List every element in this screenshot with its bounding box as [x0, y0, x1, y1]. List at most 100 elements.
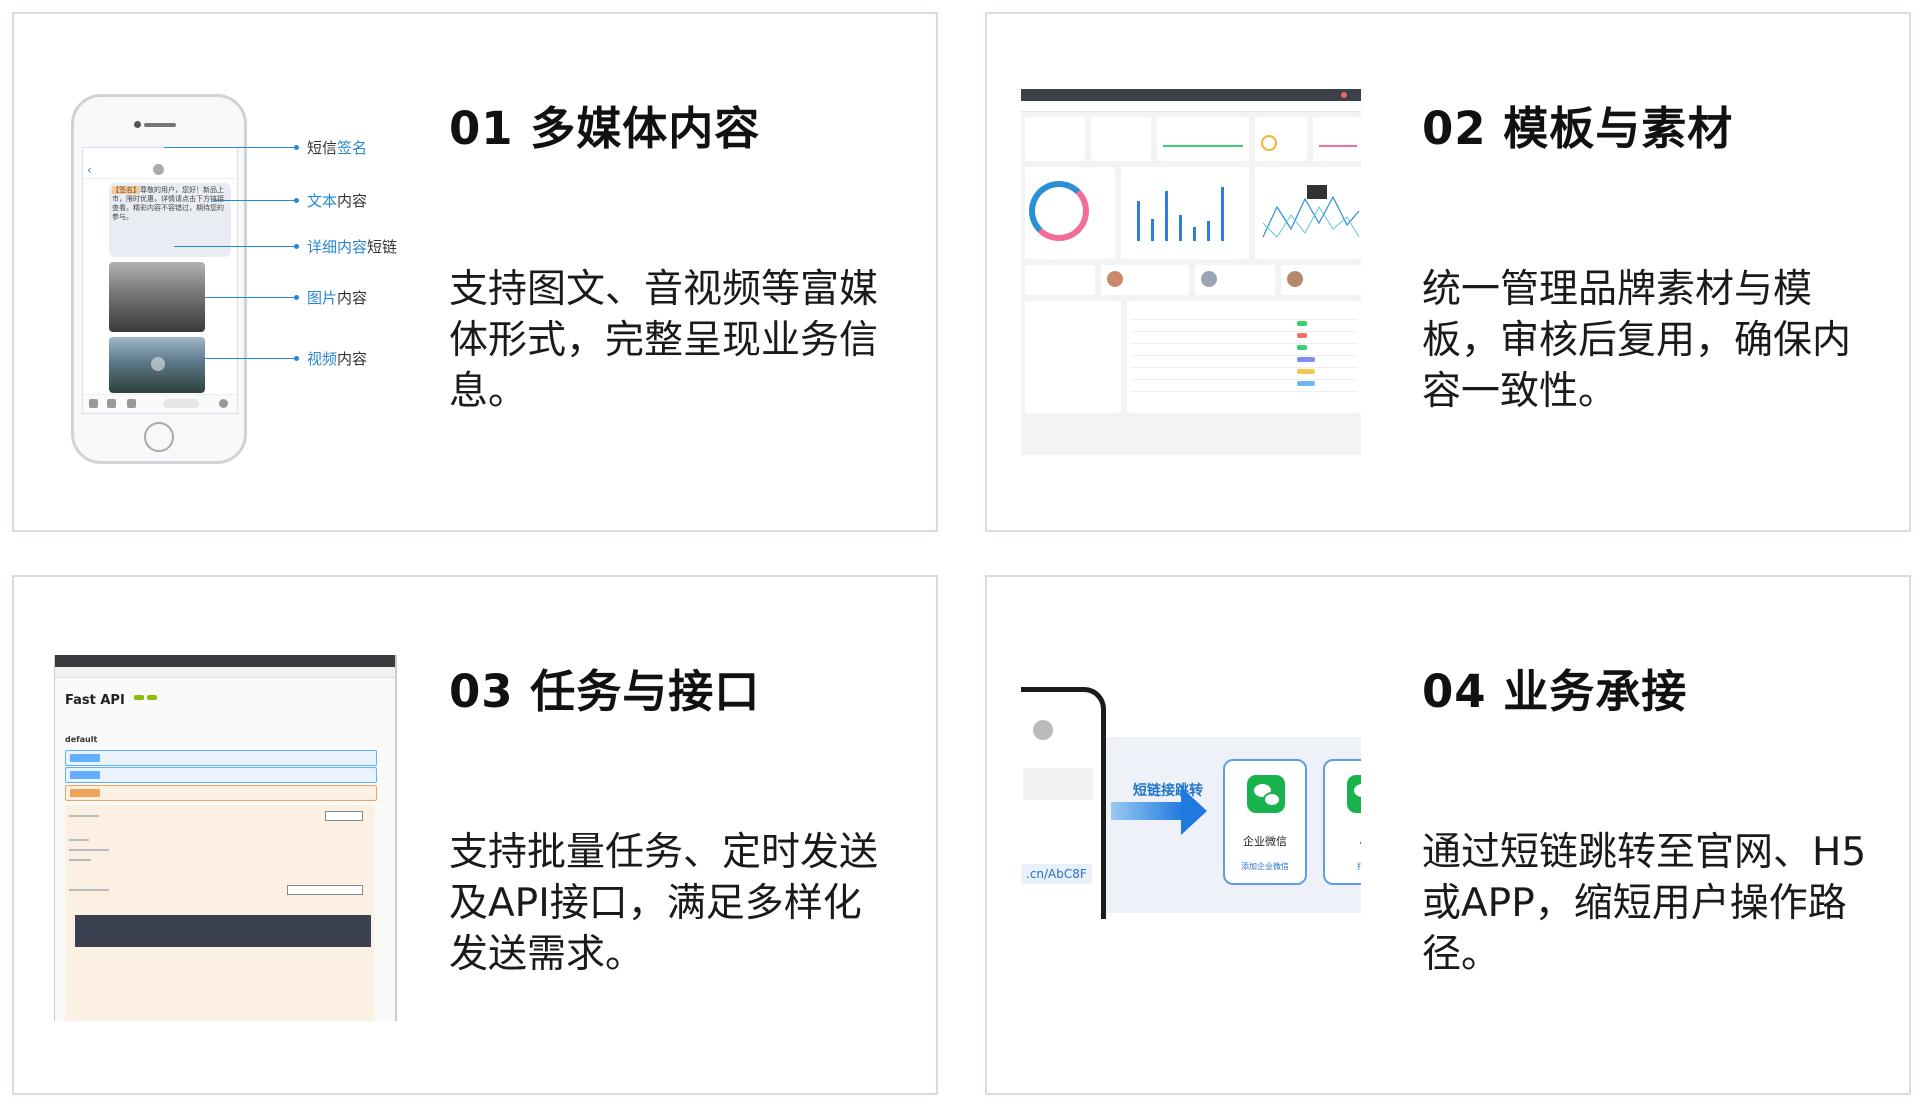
speaker-slot	[144, 123, 176, 127]
line-series	[1262, 206, 1360, 238]
donut-chart	[1029, 181, 1089, 241]
annotation-detail: 详细内容短链	[307, 238, 398, 256]
stat-card	[1157, 117, 1249, 161]
card-description: 统一管理品牌素材与模板，审核后复用，确保内容一致性。	[1422, 267, 1852, 414]
content-type-select	[287, 885, 363, 895]
input-bar	[83, 394, 237, 413]
text-line	[69, 849, 109, 851]
bar-chart-panel	[1121, 167, 1249, 259]
browser-chrome	[55, 655, 395, 667]
store-icon	[127, 399, 136, 408]
annotation-signature: 短信签名	[307, 139, 368, 157]
stat-card	[1091, 117, 1151, 161]
phone-mockup: ‹ 【签名】尊敬的用户，您好！新品上市，限时优惠，详情请点击下方链接查看。精彩内…	[71, 94, 247, 464]
home-button	[144, 422, 174, 452]
status-badge	[1297, 369, 1315, 374]
camera-icon	[89, 399, 98, 408]
line-chart	[1262, 185, 1360, 238]
line-chart-panel	[1255, 167, 1361, 259]
message-bubble	[1023, 768, 1093, 800]
table-row	[1131, 355, 1357, 356]
api-title: Fast API	[65, 693, 125, 708]
sms-text: 尊敬的用户，您好！新品上市，限时优惠，详情请点击下方链接查看。精彩内容不容错过，…	[112, 186, 224, 221]
card-templates: 02 模板与素材 统一管理品牌素材与模板，审核后复用，确保内容一致性。	[985, 12, 1911, 532]
annotation-video: 视频内容	[307, 350, 368, 368]
stat-card	[1255, 117, 1307, 161]
text-line	[69, 839, 89, 841]
bar	[1179, 215, 1182, 241]
card-multimedia: ‹ 【签名】尊敬的用户，您好！新品上市，限时优惠，详情请点击下方链接查看。精彩内…	[12, 12, 938, 532]
wecom-card: 企业微信 添加企业微信	[1223, 759, 1307, 885]
card-title: 02 模板与素材	[1422, 102, 1734, 155]
card-description: 通过短链跳转至官网、H5或APP，缩短用户操作路径。	[1422, 830, 1867, 977]
try-button	[325, 811, 363, 821]
app-name: 企业微信	[1243, 835, 1287, 848]
annotation-dot	[294, 198, 299, 203]
arrow-shaft	[1111, 802, 1183, 820]
status-badge	[1297, 321, 1307, 326]
bar	[1207, 221, 1210, 241]
dashboard-screenshot	[1021, 89, 1361, 455]
user-card	[1025, 265, 1095, 295]
data-table	[1127, 301, 1361, 413]
annotation-line	[214, 200, 298, 201]
video-content	[109, 337, 205, 393]
avatar	[1287, 271, 1303, 287]
side-panel	[1025, 301, 1121, 413]
app-action: 添加企业微信	[1241, 862, 1289, 871]
version-badge	[147, 695, 157, 700]
avatar	[1107, 271, 1123, 287]
bar	[1165, 191, 1168, 241]
ring-icon	[1261, 135, 1277, 151]
status-badge	[1297, 381, 1315, 386]
status-bar	[83, 148, 237, 162]
annotation-line	[204, 297, 298, 298]
card-description: 支持批量任务、定时发送及API接口，满足多样化发送需求。	[449, 830, 879, 977]
app-name: 小	[1325, 833, 1362, 849]
annotation-line	[164, 147, 298, 148]
status-badge	[1297, 333, 1307, 338]
image-content	[109, 262, 205, 332]
dashboard-topbar	[1021, 89, 1361, 101]
annotation-line	[204, 358, 298, 359]
avatar	[153, 164, 164, 175]
text-line	[69, 815, 99, 817]
phone-screen: ‹ 【签名】尊敬的用户，您好！新品上市，限时优惠，详情请点击下方链接查看。精彩内…	[82, 147, 238, 414]
donut-chart-panel	[1025, 167, 1115, 259]
message-input	[163, 399, 199, 408]
wechat-icon	[1347, 775, 1361, 813]
play-icon	[151, 357, 165, 371]
table-row	[1131, 379, 1357, 380]
stat-card	[1025, 117, 1085, 161]
app-action: 打开	[1325, 861, 1361, 872]
code-block	[75, 915, 371, 947]
user-card	[1281, 265, 1361, 295]
user-card	[1101, 265, 1189, 295]
table-row	[1131, 391, 1357, 392]
annotation-dot	[294, 244, 299, 249]
annotation-text: 文本内容	[307, 192, 368, 210]
status-badge	[1297, 357, 1315, 362]
method-badge	[70, 771, 100, 779]
bar	[1193, 227, 1196, 241]
post-endpoint	[65, 785, 377, 801]
text-line	[69, 889, 109, 891]
annotation-image: 图片内容	[307, 289, 368, 307]
progress-bar	[1319, 145, 1357, 147]
get-endpoint	[65, 767, 377, 783]
table-row	[1131, 319, 1357, 320]
bar	[1137, 201, 1140, 241]
api-section-title: default	[65, 735, 98, 744]
progress-bar	[1163, 145, 1243, 147]
version-badge	[134, 695, 144, 700]
method-badge	[70, 754, 100, 762]
dashboard-breadcrumb	[1021, 101, 1361, 112]
card-title: 03 任务与接口	[449, 665, 761, 718]
notification-icon	[1341, 92, 1347, 98]
card-business: .cn/AbC8F 短链接跳转 企业微信 添加企业微信 小 打开 04 业务承接…	[985, 575, 1911, 1095]
sms-signature: 【签名】	[112, 186, 140, 194]
short-link-illustration: .cn/AbC8F 短链接跳转 企业微信 添加企业微信 小 打开	[1021, 687, 1361, 919]
back-icon: ‹	[87, 163, 92, 177]
wechat-icon	[1247, 775, 1285, 813]
table-row	[1131, 331, 1357, 332]
